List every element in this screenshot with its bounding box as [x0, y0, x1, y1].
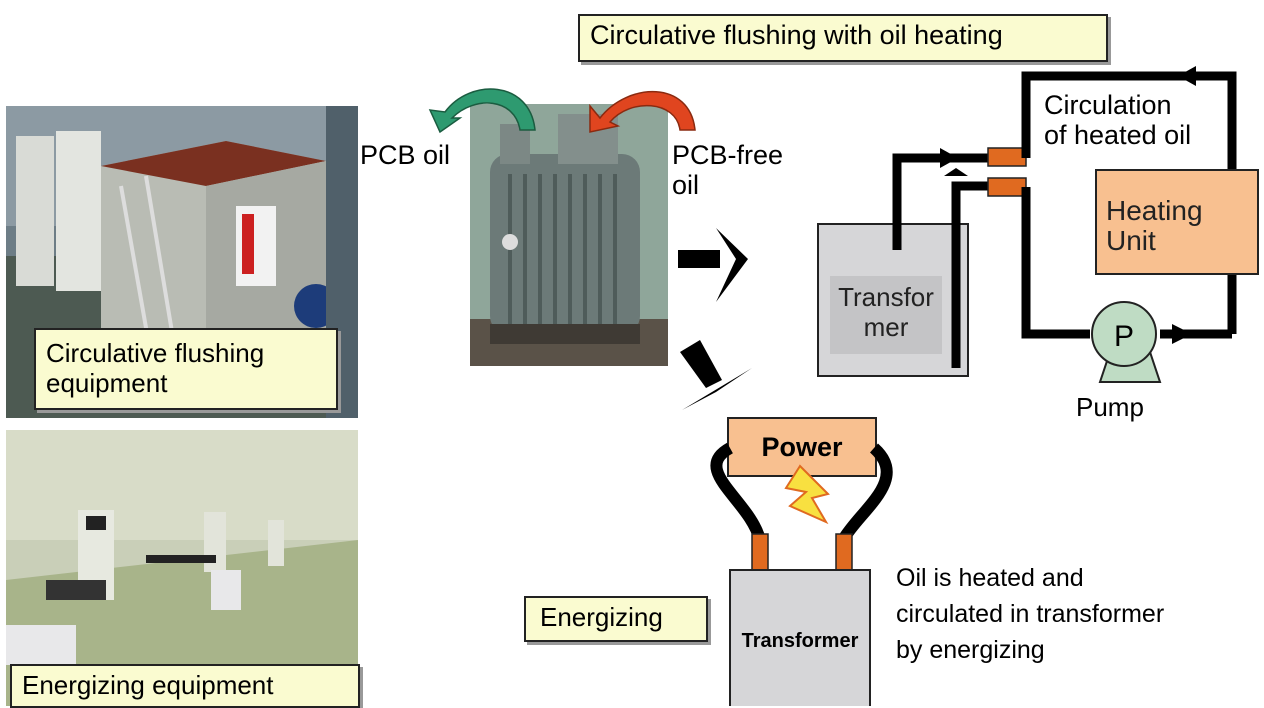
right-flow-arrow [678, 228, 748, 302]
flushing-equipment-caption: Circulative flushing equipment [34, 328, 338, 410]
heating-line1: Heating [1106, 195, 1203, 226]
energizing-section-label: Energizing [524, 596, 708, 642]
energizing-equipment-caption: Energizing equipment [10, 664, 360, 708]
description-line1: Oil is heated and [896, 564, 1084, 592]
flushing-caption-line2: equipment [46, 368, 168, 398]
flushing-transformer-label: Transfor mer [830, 282, 942, 342]
pcb-oil-out-arrow [428, 88, 536, 134]
heating-unit-box [1095, 169, 1259, 275]
pcb-free-line1: PCB-free [672, 140, 784, 170]
energizing-transformer-tank [729, 569, 871, 706]
pcb-oil-label: PCB oil [360, 140, 451, 170]
pcb-free-oil-in-arrow [589, 90, 696, 133]
pump-symbol: P [1114, 320, 1134, 353]
flushing-caption-line1: Circulative flushing [46, 338, 265, 368]
heating-unit-label: Heating Unit [1106, 196, 1203, 256]
diagram-title: Circulative flushing with oil heating [578, 14, 1108, 62]
power-cable-left [710, 442, 766, 542]
energizing-description: Oil is heated and circulated in transfor… [896, 560, 1164, 668]
flushing-circuit [817, 66, 1259, 383]
pcb-free-line2: oil [672, 170, 700, 200]
circulation-line1: Circulation [1044, 90, 1172, 120]
description-line3: by energizing [896, 636, 1045, 664]
power-cable-right [837, 443, 893, 544]
pcb-free-oil-label: PCB-free oil [672, 140, 783, 200]
pump-label: Pump [1076, 392, 1144, 422]
energizing-circuit [710, 417, 893, 706]
description-line2: circulated in transformer [896, 600, 1165, 628]
pump-circle [1091, 301, 1157, 367]
lightning-bolt-icon [784, 464, 830, 525]
transformer-line1: Transfor [838, 282, 934, 312]
power-label: Power [761, 432, 843, 462]
power-box [727, 417, 877, 477]
transformer-photo [470, 104, 668, 366]
transformer-image [470, 104, 668, 366]
circulation-line2: of heated oil [1044, 120, 1192, 150]
heating-line2: Unit [1106, 225, 1156, 256]
energizing-transformer-label: Transformer [741, 630, 859, 652]
transformer-line2: mer [863, 312, 909, 342]
circulation-label: Circulation of heated oil [1044, 90, 1191, 150]
down-flow-arrow [680, 340, 752, 410]
